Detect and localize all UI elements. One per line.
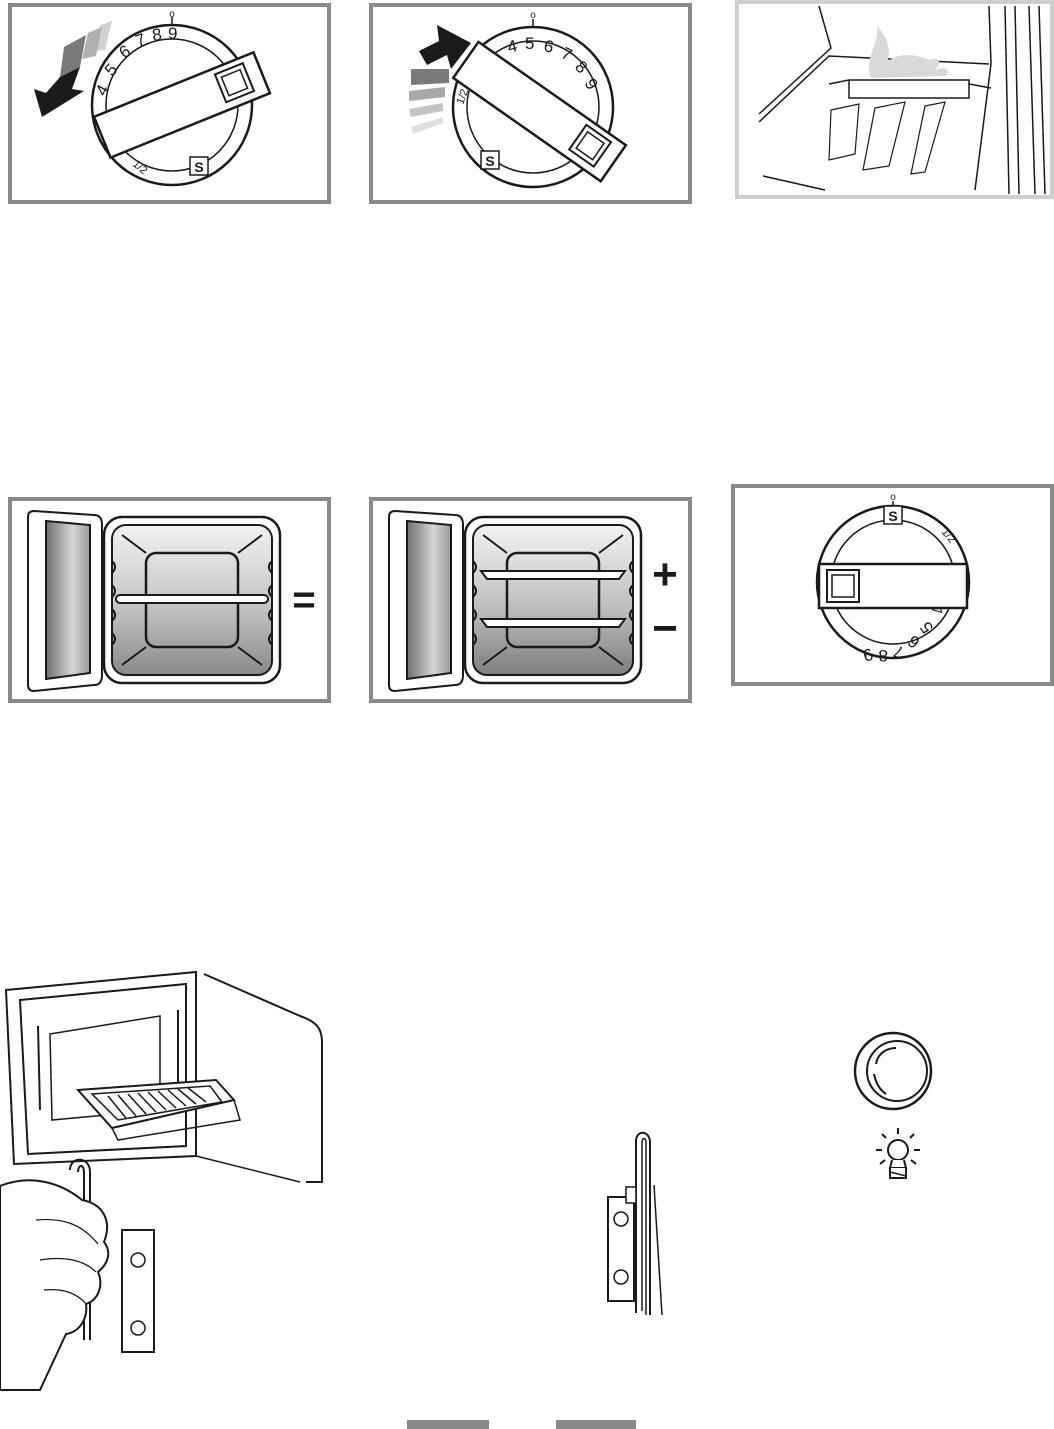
oven-knob-icon [850,1028,940,1114]
grill-flame-icon [869,26,948,78]
oven-grill-illustration [739,4,1050,195]
svg-text:o: o [169,9,175,20]
oven-cavity-two-shelves: + − [373,501,688,699]
dial-anticlockwise-panel: o 4 5 6 7 8 9 1/2 S [8,3,331,204]
oven-cavity-single-shelf: = [12,501,327,699]
svg-text:S: S [888,508,897,524]
control-dial-illustration: o 4 5 6 7 8 9 1/2 S [12,7,327,200]
svg-text:8: 8 [879,646,888,665]
svg-text:5: 5 [525,34,534,53]
grill-pan-illustration [0,960,330,1400]
shelf-equal-icon: = [292,578,315,622]
svg-text:S: S [194,159,203,175]
dial-start-position-panel: o S 1/2 4 5 6 7 8 9 [731,484,1054,686]
svg-text:o: o [530,10,536,21]
shelf-plus-minus-icon: + − [652,550,678,653]
svg-text:9: 9 [168,24,177,43]
control-dial-illustration: o S 1/2 4 5 6 7 8 9 [735,488,1050,682]
oven-grill-pan-figure [0,960,330,1400]
shelf-plus-minus-panel: + − [369,497,692,703]
svg-text:S: S [485,153,494,169]
grill-element-panel [735,0,1054,199]
shelf-equal-panel: = [8,497,331,703]
footer-bar-right [556,1420,636,1429]
svg-text:+: + [652,550,678,599]
footer-bar-left [407,1420,489,1429]
control-dial-illustration: o 4 5 6 7 8 9 1/2 S [373,7,688,200]
oven-light-icon [870,1124,926,1184]
shelf-runner-hook-figure [590,1125,670,1325]
shelf-runner-illustration [590,1125,670,1325]
svg-text:−: − [652,604,678,653]
dial-clockwise-panel: o 4 5 6 7 8 9 1/2 S [369,3,692,204]
